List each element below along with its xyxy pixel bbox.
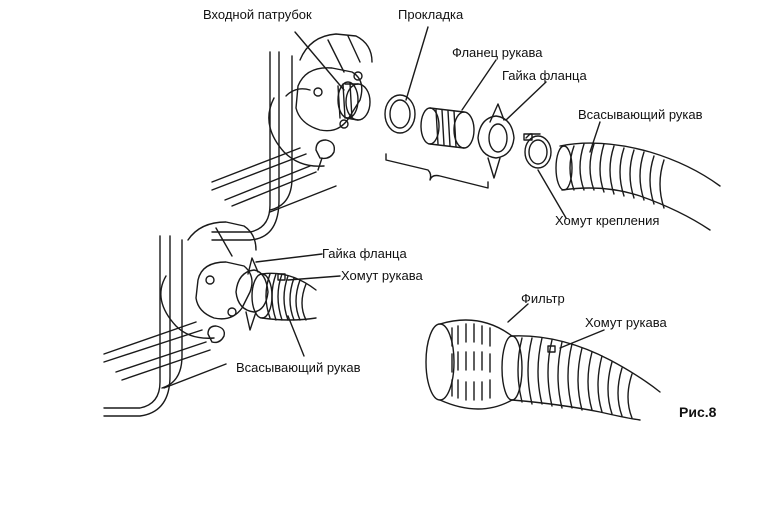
- parts-bracket: [385, 153, 489, 189]
- fastening-clamp-label: Хомут крепления: [555, 213, 660, 228]
- figure-number-label: Рис.8: [679, 404, 717, 420]
- hose-clamp-label-right: Хомут рукава: [585, 315, 667, 330]
- suction-hose-top-drawing: [555, 142, 721, 231]
- leader-lines-filter: [507, 303, 605, 349]
- pump-frame-top: [211, 33, 373, 241]
- leader-lines-top: [294, 26, 601, 219]
- flange-nut-drawing: [477, 103, 515, 179]
- gasket-drawing: [384, 94, 416, 134]
- fastening-clamp-drawing: [523, 133, 552, 169]
- gasket-label: Прокладка: [398, 7, 464, 22]
- suction-hose-label-bottom: Всасывающий рукав: [236, 360, 361, 375]
- filter-drawing: [425, 319, 661, 421]
- flange-nut-label-top: Гайка фланца: [502, 68, 587, 83]
- leader-lines-mid: [255, 253, 341, 357]
- pump-frame-mid: [103, 221, 317, 417]
- hose-flange-drawing: [420, 107, 475, 149]
- filter-label: Фильтр: [521, 291, 565, 306]
- hose-clamp-label-mid: Хомут рукава: [341, 268, 423, 283]
- inlet-pipe-label: Входной патрубок: [203, 7, 312, 22]
- flange-nut-label-mid: Гайка фланца: [322, 246, 407, 261]
- hose-flange-label: Фланец рукава: [452, 45, 543, 60]
- suction-hose-label-top: Всасывающий рукав: [578, 107, 703, 122]
